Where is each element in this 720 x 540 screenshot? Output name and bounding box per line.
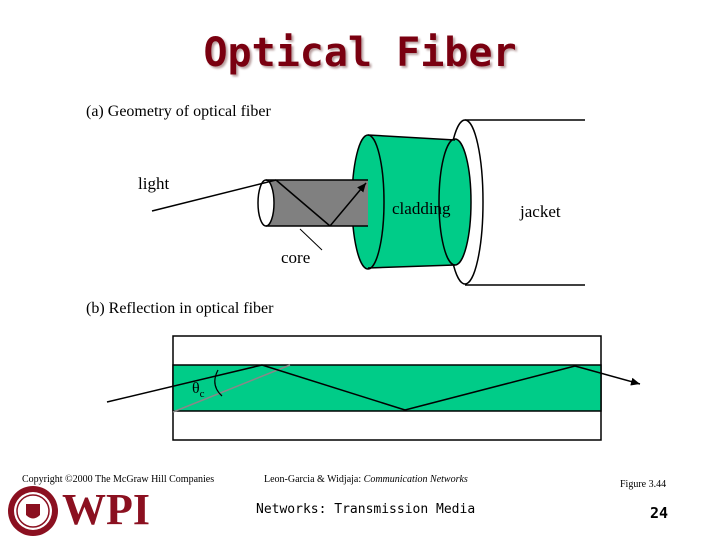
label-jacket: jacket — [520, 202, 561, 221]
wpi-logo-text: WPI — [62, 485, 150, 534]
label-cladding: cladding — [392, 199, 451, 218]
citation-title: Communication Networks — [363, 474, 468, 485]
critical-angle-label: θc — [192, 380, 205, 400]
citation: Leon-Garcia & Widjaja: Communication Net… — [264, 474, 468, 485]
citation-authors: Leon-Garcia & Widjaja: — [264, 474, 364, 485]
core-pointer — [299, 228, 323, 251]
figure-number: Figure 3.44 — [620, 479, 667, 490]
page-number: 24 — [650, 504, 669, 522]
reflection-fiber — [172, 335, 602, 441]
copyright-text: Copyright ©2000 The McGraw Hill Companie… — [22, 474, 215, 485]
caption-geometry: (a) Geometry of optical fiber — [86, 103, 271, 120]
label-core: core — [281, 248, 311, 267]
light-ray-a — [151, 179, 367, 227]
cladding-shape — [351, 134, 472, 270]
angle-arc — [214, 369, 223, 397]
theta-symbol: θ — [192, 380, 200, 397]
course-title: Networks: Transmission Media — [256, 502, 476, 517]
page-title: Optical Fiber — [203, 30, 517, 76]
normal-line — [172, 364, 291, 413]
label-light: light — [138, 174, 170, 193]
theta-subscript: c — [199, 388, 205, 401]
caption-reflection: (b) Reflection in optical fiber — [86, 300, 274, 317]
wpi-seal-logo — [8, 486, 58, 536]
core-shape — [257, 179, 368, 227]
light-ray-b — [106, 364, 641, 411]
